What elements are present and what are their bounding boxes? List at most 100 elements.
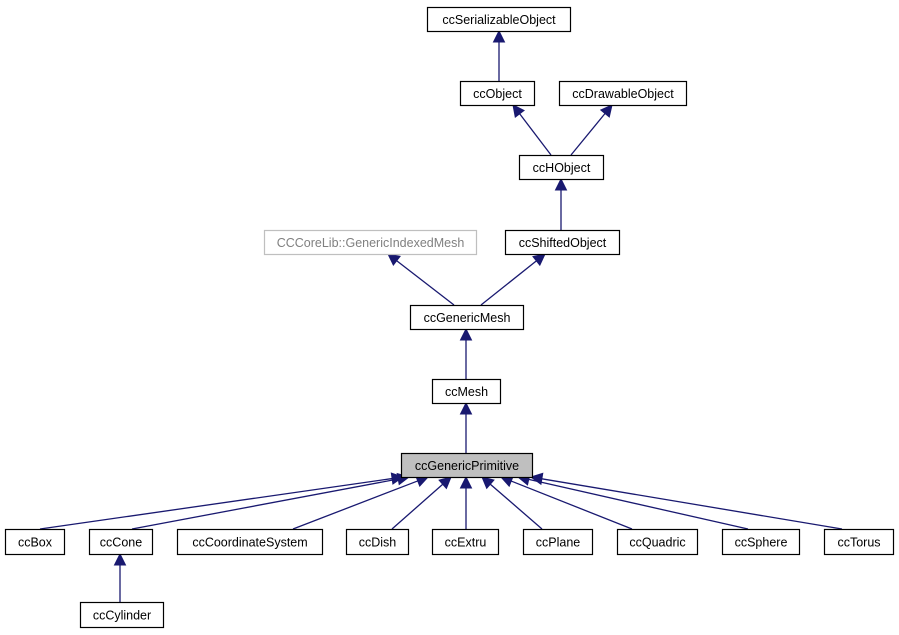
arrowhead-icon — [438, 476, 452, 490]
class-nodes: ccSerializableObject ccObject ccDrawableOb… — [4, 6, 895, 629]
class-label: ccDish — [359, 536, 397, 550]
class-label: ccHObject — [533, 161, 591, 175]
edge-line — [528, 478, 749, 530]
arrowhead-icon — [492, 29, 506, 43]
edge-line — [396, 260, 455, 306]
class-node-dish[interactable]: ccDish — [345, 528, 410, 556]
edge-line — [480, 260, 537, 306]
edge-line — [489, 483, 543, 530]
arrowhead-icon — [481, 476, 495, 490]
arrowhead-icon — [532, 253, 546, 267]
class-box — [400, 452, 534, 479]
edge-object-to-serializable — [492, 29, 506, 81]
class-label: ccSerializableObject — [442, 13, 556, 27]
edge-line — [391, 483, 444, 530]
class-label: ccSphere — [735, 536, 788, 550]
edge-cylinder-to-cone — [113, 552, 127, 602]
arrowhead-icon — [599, 104, 613, 118]
class-node-genericindexedmesh[interactable]: CCCoreLib::GenericIndexedMesh — [263, 229, 478, 256]
class-node-object[interactable]: ccObject — [459, 80, 536, 107]
class-node-mesh[interactable]: ccMesh — [431, 378, 502, 405]
class-box — [504, 229, 621, 256]
class-box — [4, 528, 66, 556]
class-label: ccShiftedObject — [519, 236, 607, 250]
class-node-torus[interactable]: ccTorus — [823, 528, 895, 556]
arrowhead-icon — [113, 552, 127, 566]
edge-genericmesh-to-genericindexedmesh — [387, 253, 455, 306]
edge-line — [570, 113, 606, 156]
class-box — [431, 528, 500, 556]
class-label: ccPlane — [536, 536, 581, 550]
class-node-box[interactable]: ccBox — [4, 528, 66, 556]
class-box — [459, 80, 536, 107]
class-box — [616, 528, 699, 556]
class-label: ccQuadric — [629, 536, 685, 550]
class-node-quadric[interactable]: ccQuadric — [616, 528, 699, 556]
class-label: ccCoordinateSystem — [192, 536, 307, 550]
edge-genericmesh-to-shifted — [480, 253, 546, 306]
class-node-coordsys[interactable]: ccCoordinateSystem — [176, 528, 324, 556]
edge-line — [131, 478, 399, 530]
class-box — [426, 6, 572, 33]
edge-shifted-to-hobject — [554, 177, 568, 230]
class-box — [263, 229, 478, 256]
class-box — [345, 528, 410, 556]
arrowhead-icon — [387, 253, 401, 267]
class-label: ccMesh — [445, 385, 488, 399]
class-box — [558, 80, 688, 107]
class-node-cone[interactable]: ccCone — [88, 528, 154, 556]
class-node-genericmesh[interactable]: ccGenericMesh — [409, 304, 525, 331]
arrowhead-icon — [459, 475, 473, 489]
edge-line — [519, 113, 552, 156]
edge-extru-to-genericprimitive — [459, 475, 473, 529]
arrowhead-icon — [459, 401, 473, 415]
edge-line — [39, 477, 393, 530]
class-label: ccCone — [100, 536, 142, 550]
class-node-sphere[interactable]: ccSphere — [721, 528, 801, 556]
edge-hobject-to-drawable — [570, 104, 613, 156]
class-node-shifted[interactable]: ccShiftedObject — [504, 229, 621, 256]
class-label: ccBox — [18, 536, 53, 550]
edge-sphere-to-genericprimitive — [516, 473, 749, 530]
edge-genericprimitive-to-mesh — [459, 401, 473, 453]
class-label: ccGenericMesh — [424, 311, 511, 325]
arrowhead-icon — [512, 104, 525, 118]
class-node-plane[interactable]: ccPlane — [522, 528, 594, 556]
class-box — [431, 378, 502, 405]
edge-coordsys-to-genericprimitive — [292, 475, 430, 530]
class-label: ccDrawableObject — [572, 87, 674, 101]
class-label: ccObject — [473, 87, 522, 101]
edge-line — [541, 478, 843, 530]
class-node-drawable[interactable]: ccDrawableObject — [558, 80, 688, 107]
class-box — [176, 528, 324, 556]
edge-hobject-to-object — [512, 104, 552, 156]
class-node-extru[interactable]: ccExtru — [431, 528, 500, 556]
class-box — [409, 304, 525, 331]
inheritance-edges — [39, 29, 843, 602]
edge-line — [510, 480, 633, 530]
class-node-serializable[interactable]: ccSerializableObject — [426, 6, 572, 33]
class-box — [518, 154, 605, 181]
edge-plane-to-genericprimitive — [481, 476, 543, 530]
class-node-hobject[interactable]: ccHObject — [518, 154, 605, 181]
arrowhead-icon — [459, 327, 473, 341]
edge-quadric-to-genericprimitive — [499, 475, 633, 530]
class-label: CCCoreLib::GenericIndexedMesh — [277, 236, 465, 250]
class-label: ccExtru — [445, 536, 487, 550]
arrowhead-icon — [529, 472, 544, 486]
class-label: ccTorus — [837, 536, 880, 550]
class-node-cylinder[interactable]: ccCylinder — [79, 601, 165, 629]
class-node-genericprimitive: ccGenericPrimitive — [400, 452, 534, 479]
class-box — [522, 528, 594, 556]
edge-dish-to-genericprimitive — [391, 476, 452, 530]
class-box — [79, 601, 165, 629]
class-box — [823, 528, 895, 556]
arrowhead-icon — [554, 177, 568, 191]
class-box — [88, 528, 154, 556]
edge-mesh-to-genericmesh — [459, 327, 473, 379]
edge-line — [292, 480, 418, 530]
edge-box-to-genericprimitive — [39, 472, 405, 530]
class-box — [721, 528, 801, 556]
edge-torus-to-genericprimitive — [529, 472, 843, 530]
